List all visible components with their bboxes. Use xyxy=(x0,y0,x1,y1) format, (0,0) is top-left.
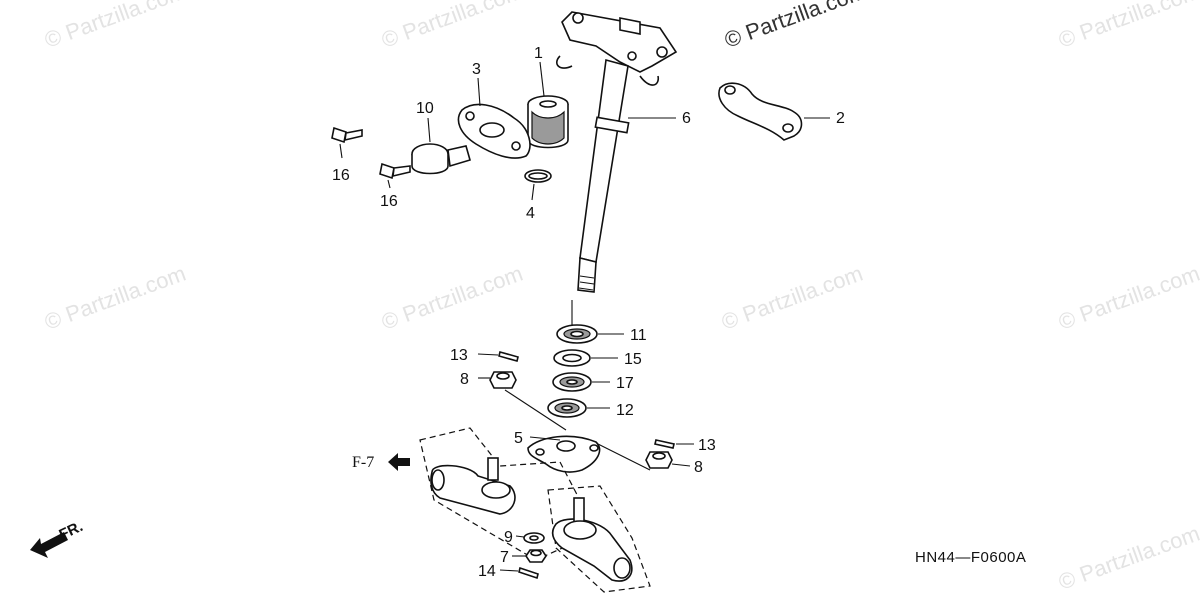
washer[interactable] xyxy=(523,532,545,544)
leader-line xyxy=(499,569,519,572)
callout-8: 8 xyxy=(694,459,703,476)
bolt[interactable] xyxy=(379,162,411,180)
leader-line xyxy=(339,143,343,159)
leader-line xyxy=(387,179,391,189)
watermark: © Partzilla.com xyxy=(41,0,189,53)
leader-line xyxy=(539,61,545,97)
callout-14: 14 xyxy=(478,563,496,580)
assembly-line xyxy=(597,443,651,471)
watermark: © Partzilla.com xyxy=(1055,0,1200,53)
callout-13: 13 xyxy=(698,437,716,454)
watermark: © Partzilla.com xyxy=(718,261,866,335)
watermark: © Partzilla.com xyxy=(378,0,526,53)
watermark: © Partzilla.com xyxy=(721,0,869,53)
nut[interactable] xyxy=(525,549,547,563)
leader-line xyxy=(427,117,431,143)
washer[interactable] xyxy=(553,349,591,367)
assembly-line xyxy=(504,389,567,431)
cotter-pin[interactable] xyxy=(498,351,519,362)
seal[interactable] xyxy=(547,398,587,418)
holder-plate[interactable] xyxy=(457,103,531,159)
leader-line xyxy=(515,535,525,538)
bushing[interactable] xyxy=(527,95,569,149)
callout-9: 9 xyxy=(504,529,513,546)
castle-nut[interactable] xyxy=(489,371,517,389)
callout-11: 11 xyxy=(630,327,647,344)
watermark: © Partzilla.com xyxy=(1055,521,1200,595)
steering-arm[interactable] xyxy=(527,435,601,473)
callout-7: 7 xyxy=(500,549,509,566)
cotter-pin[interactable] xyxy=(518,566,539,580)
bearing[interactable] xyxy=(556,324,598,344)
callout-13: 13 xyxy=(450,347,468,364)
castle-nut[interactable] xyxy=(645,451,673,469)
callout-15: 15 xyxy=(624,351,642,368)
diagram-code: HN44—F0600A xyxy=(915,549,1026,566)
callout-2: 2 xyxy=(836,110,845,127)
leader-line xyxy=(671,463,691,467)
steering-shaft[interactable] xyxy=(556,11,678,293)
bracket[interactable] xyxy=(718,82,803,141)
callout-1: 1 xyxy=(534,45,543,62)
callout-17: 17 xyxy=(616,375,634,392)
front-label: FR. xyxy=(57,518,86,544)
watermark: © Partzilla.com xyxy=(41,261,189,335)
callout-16: 16 xyxy=(332,167,350,184)
callout-5: 5 xyxy=(514,430,523,447)
clamp[interactable] xyxy=(411,143,471,175)
callout-10: 10 xyxy=(416,100,434,117)
front-direction-arrow-icon xyxy=(30,532,68,558)
leader-line xyxy=(531,183,535,201)
reference-arrow-icon xyxy=(388,453,410,471)
leader-line xyxy=(477,77,481,107)
callout-16: 16 xyxy=(380,193,398,210)
leader-line xyxy=(477,353,499,356)
leader-line xyxy=(529,436,561,441)
callout-4: 4 xyxy=(526,205,535,222)
callout-8: 8 xyxy=(460,371,469,388)
callout-6: 6 xyxy=(682,110,691,127)
tie-rod-end[interactable] xyxy=(430,457,516,515)
watermark: © Partzilla.com xyxy=(378,261,526,335)
o-ring[interactable] xyxy=(524,169,552,183)
watermark: © Partzilla.com xyxy=(1055,261,1200,335)
callout-12: 12 xyxy=(616,402,634,419)
cotter-pin[interactable] xyxy=(654,439,675,449)
bearing[interactable] xyxy=(552,372,592,392)
tie-rod-end[interactable] xyxy=(551,497,633,582)
bolt[interactable] xyxy=(331,126,363,144)
assembly-outline xyxy=(547,485,651,593)
callout-3: 3 xyxy=(472,61,481,78)
reference-label: F-7 xyxy=(352,454,374,471)
